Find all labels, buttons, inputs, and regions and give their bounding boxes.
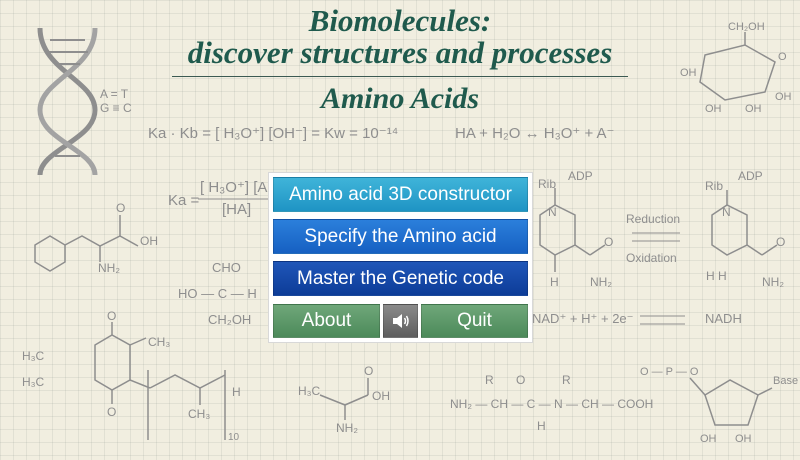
dna-base-pair-at: A = T xyxy=(100,87,129,101)
nadh-label: NADH xyxy=(705,311,742,326)
nad-n: N xyxy=(548,205,557,219)
sugar-oh-2: OH xyxy=(775,91,792,103)
app-title-line1: Biomolecules: xyxy=(308,3,492,38)
sugar-ch2oh: CH₂OH xyxy=(728,21,765,33)
nad-ring-drawing xyxy=(539,188,606,272)
nadh-o: O xyxy=(776,235,785,249)
nadh-ring-drawing xyxy=(711,190,778,256)
phe-oh: OH xyxy=(140,234,158,248)
oxidation-label: Oxidation xyxy=(626,251,677,265)
speaker-icon xyxy=(392,314,409,328)
sugar-ring-drawing xyxy=(699,32,776,101)
quinone-o-top: O xyxy=(107,309,116,323)
quinone-h3co-2: H₃C xyxy=(22,375,45,389)
specify-amino-acid-button[interactable]: Specify the Amino acid xyxy=(273,219,528,254)
pep-r-2: R xyxy=(562,373,571,387)
gly-ch2oh: CH₂OH xyxy=(208,312,251,327)
ala-h3c: H₃C xyxy=(298,384,321,398)
quinone-o-bottom: O xyxy=(107,405,116,419)
phenylalanine-drawing xyxy=(34,215,139,272)
main-menu-panel: Amino acid 3D constructor Specify the Am… xyxy=(268,172,533,343)
ala-nh2: NH₂ xyxy=(336,421,358,435)
dna-base-pair-gc: G ≡ C xyxy=(100,101,132,115)
nad-o: O xyxy=(604,235,613,249)
nuc-phosphate: O — P — O xyxy=(640,366,699,378)
gly-cho: CHO xyxy=(212,260,241,275)
sugar-o: O xyxy=(778,51,787,63)
app-title-line2: discover structures and processes xyxy=(187,35,613,70)
nad-adp: ADP xyxy=(568,169,593,183)
redox-equation: NAD⁺ + H⁺ + 2e⁻ xyxy=(532,311,634,326)
pep-chain: NH₂ — CH — C — N — CH — COOH xyxy=(450,397,653,411)
nuc-base: Base xyxy=(773,375,798,387)
quinone-drawing xyxy=(94,322,226,440)
equation-kw: Ka · Kb = [ H₃O⁺] [OH⁻] = Kw = 10⁻¹⁴ xyxy=(148,125,398,142)
sugar-oh-3: OH xyxy=(745,103,762,115)
nuc-oh-1: OH xyxy=(700,433,717,445)
quinone-ch3-2: CH₃ xyxy=(188,407,210,421)
nadh-nh2: NH₂ xyxy=(762,275,784,289)
pep-r-1: R xyxy=(485,373,494,387)
quinone-h: H xyxy=(232,385,241,399)
nad-h: H xyxy=(550,275,559,289)
quinone-h3co-1: H₃C xyxy=(22,349,45,363)
pep-o: O xyxy=(516,373,525,387)
amino-acid-3d-constructor-button[interactable]: Amino acid 3D constructor xyxy=(273,177,528,212)
nuc-oh-2: OH xyxy=(735,433,752,445)
ala-o: O xyxy=(364,364,373,378)
equation-ka-lhs: Ka = xyxy=(168,192,200,209)
sugar-oh-4: OH xyxy=(705,103,722,115)
app-subtitle: Amino Acids xyxy=(320,82,480,115)
gly-hoch: HO — C — H xyxy=(178,286,257,301)
phe-o: O xyxy=(116,201,125,215)
alanine-drawing xyxy=(319,378,369,420)
ala-oh: OH xyxy=(372,389,390,403)
equation-ka-den: [HA] xyxy=(222,201,251,218)
master-genetic-code-button[interactable]: Master the Genetic code xyxy=(273,261,528,296)
nucleotide-drawing xyxy=(689,377,773,426)
reduction-label: Reduction xyxy=(626,212,680,226)
nadh-n: N xyxy=(722,205,731,219)
quinone-subscript: 10 xyxy=(228,432,240,443)
sugar-oh-1: OH xyxy=(680,67,697,79)
equation-ha: HA + H₂O ↔ H₃O⁺ + A⁻ xyxy=(455,125,614,142)
title-divider xyxy=(172,76,628,77)
sound-toggle-button[interactable] xyxy=(383,304,418,338)
pep-h: H xyxy=(537,419,546,433)
nadh-h: H H xyxy=(706,269,727,283)
nadh-adp: ADP xyxy=(738,169,763,183)
about-button[interactable]: About xyxy=(273,304,380,338)
quinone-ch3: CH₃ xyxy=(148,335,170,349)
equation-ka-num: [ H₃O⁺] [A xyxy=(200,179,267,196)
nadh-rib: Rib xyxy=(705,179,723,193)
dna-helix-drawing xyxy=(37,27,98,176)
quit-button[interactable]: Quit xyxy=(421,304,528,338)
nad-rib: Rib xyxy=(538,177,556,191)
nad-nh2: NH₂ xyxy=(590,275,612,289)
phe-nh2: NH₂ xyxy=(98,261,120,275)
